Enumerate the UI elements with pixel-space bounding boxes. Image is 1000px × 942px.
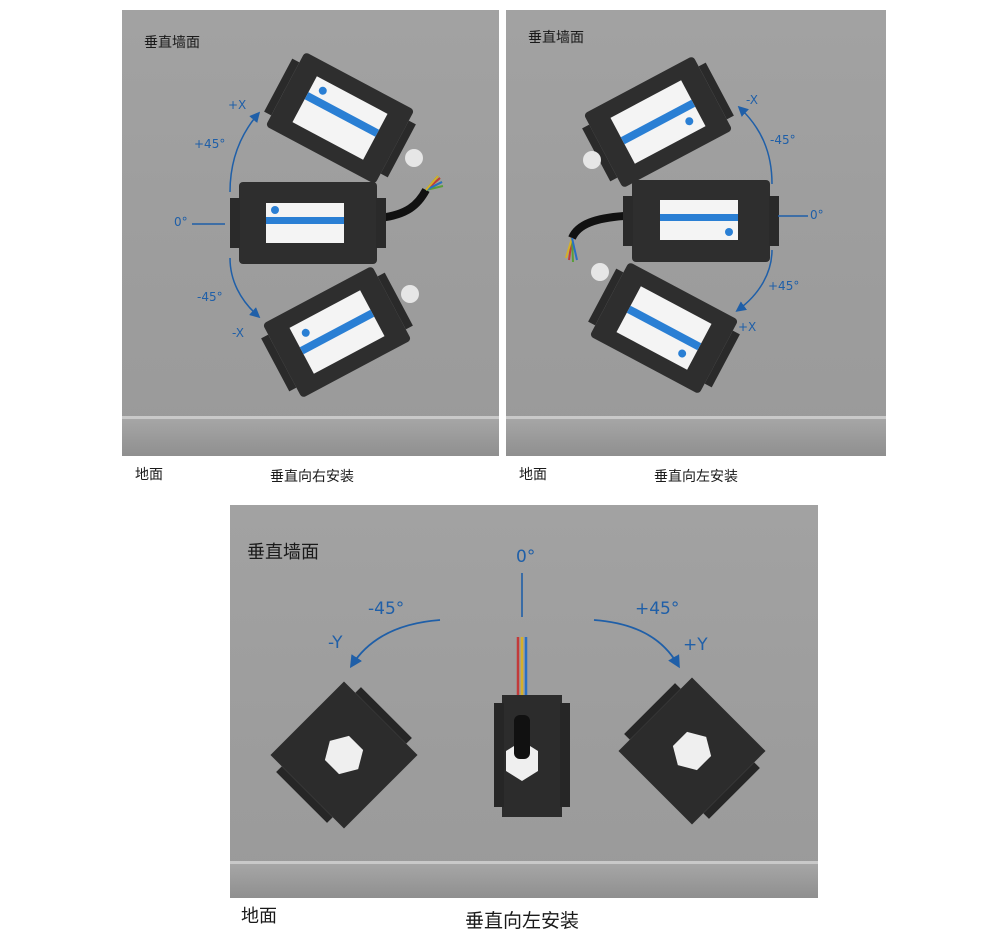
cable-gland-top bbox=[583, 151, 601, 169]
cable-gland-bottom bbox=[591, 263, 609, 281]
angle-minus-45: -45° bbox=[197, 290, 223, 304]
panel-y-mount: 垂直墙面 0° -45° -Y +45° +Y bbox=[230, 505, 818, 898]
panel-caption: 垂直向右安装 bbox=[270, 466, 354, 486]
sensor-minus-45 bbox=[265, 676, 423, 834]
arc-arrow-plus bbox=[230, 114, 258, 192]
angle-plus-45: +45° bbox=[768, 279, 799, 293]
sensor-zero bbox=[623, 180, 779, 262]
floor-label: 地面 bbox=[135, 464, 163, 484]
panel-caption: 垂直向左安装 bbox=[654, 466, 738, 486]
wall-label: 垂直墙面 bbox=[247, 538, 319, 564]
sensor-zero bbox=[494, 637, 570, 817]
angle-zero: 0° bbox=[810, 208, 824, 222]
arc-arrow-plus bbox=[594, 620, 678, 665]
angle-zero: 0° bbox=[174, 215, 188, 229]
wall-label: 垂直墙面 bbox=[528, 27, 584, 47]
panel-caption: 垂直向左安装 bbox=[465, 906, 579, 933]
angle-minus-45: -45° bbox=[770, 133, 796, 147]
panel-left-drawing bbox=[506, 10, 886, 456]
angle-plus-45: +45° bbox=[635, 599, 679, 619]
axis-plus-y: +Y bbox=[683, 635, 708, 655]
wall-label: 垂直墙面 bbox=[144, 32, 200, 52]
sensor-zero bbox=[230, 182, 386, 264]
sensor-minus-45 bbox=[576, 52, 739, 192]
axis-plus-x: +X bbox=[738, 320, 756, 334]
sensor-cable bbox=[379, 190, 426, 218]
arc-arrow-minus bbox=[352, 620, 440, 665]
angle-plus-45: +45° bbox=[194, 137, 225, 151]
arc-arrow-minus bbox=[230, 258, 258, 316]
axis-plus-x: +X bbox=[228, 98, 246, 112]
axis-minus-x: -X bbox=[746, 93, 758, 107]
axis-minus-x: -X bbox=[232, 326, 244, 340]
sensor-plus-45 bbox=[258, 48, 421, 188]
axis-minus-y: -Y bbox=[328, 633, 343, 653]
floor-label: 地面 bbox=[519, 464, 547, 484]
sensor-cable bbox=[572, 216, 624, 238]
sensor-plus-45 bbox=[613, 672, 771, 830]
arc-arrow-minus bbox=[740, 108, 772, 184]
cable-gland-bottom bbox=[401, 285, 419, 303]
sensor-minus-45 bbox=[255, 262, 418, 402]
panel-right-drawing bbox=[122, 10, 499, 456]
angle-zero: 0° bbox=[516, 547, 535, 567]
panel-right-mount: 垂直墙面 +X +45° 0° -45° -X bbox=[122, 10, 499, 456]
angle-minus-45: -45° bbox=[368, 599, 404, 619]
sensor-plus-45 bbox=[582, 258, 745, 398]
cable-gland-top bbox=[405, 149, 423, 167]
panel-left-mount: 垂直墙面 -X -45° 0° +45° +X bbox=[506, 10, 886, 456]
floor-label: 地面 bbox=[241, 902, 277, 928]
